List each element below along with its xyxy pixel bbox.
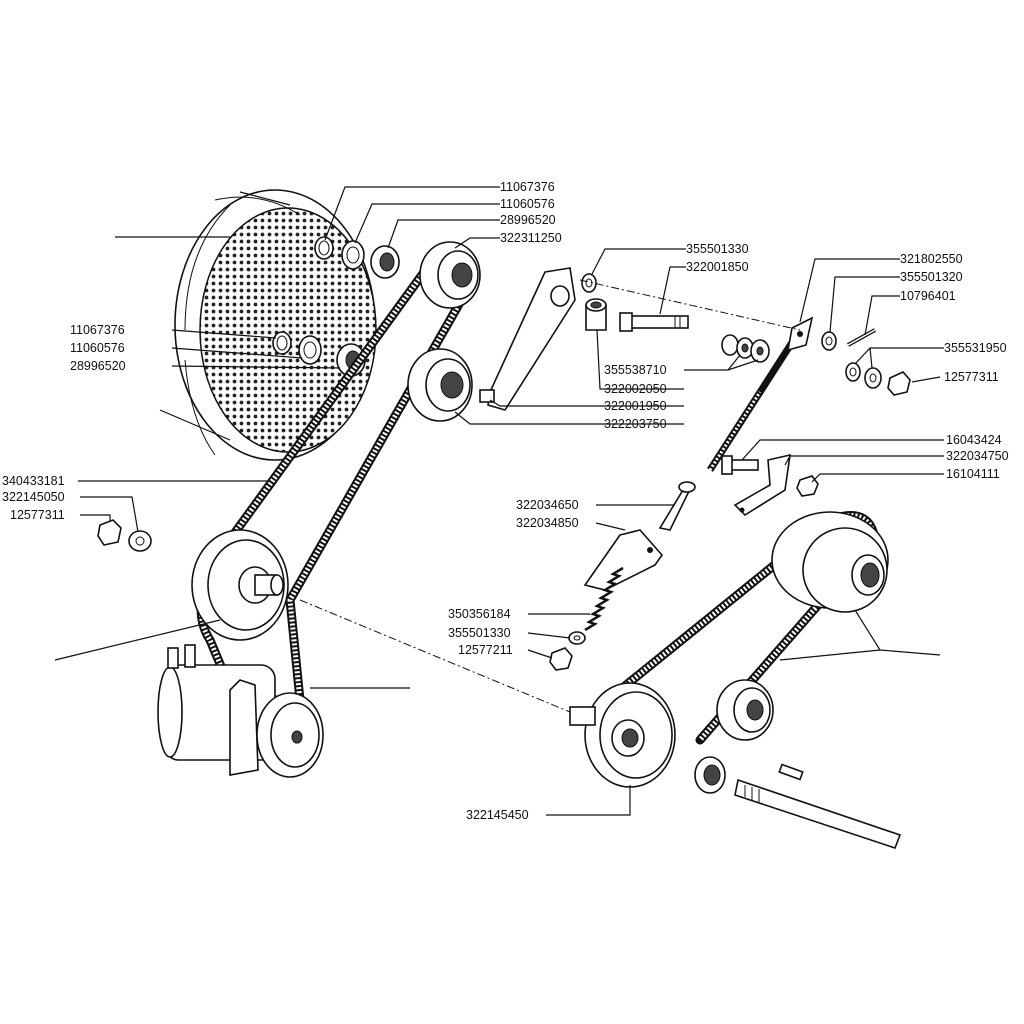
- part-label: 322034750: [946, 449, 1009, 463]
- part-label: 355531950: [944, 341, 1007, 355]
- part-label: 322002050: [604, 382, 667, 396]
- part-label: 322145450: [466, 808, 529, 822]
- shaft-key: [778, 763, 804, 781]
- idler-pulley-upper: [419, 241, 481, 309]
- spacer-set: [721, 334, 770, 363]
- leader-lines: [54, 186, 944, 816]
- part-label: 355538710: [604, 363, 667, 377]
- part-label: 11067376: [500, 180, 555, 194]
- tension-rod: [707, 316, 814, 472]
- washer-lower: [298, 335, 322, 365]
- part-label: 11060576: [500, 197, 555, 211]
- part-label: 12577311: [944, 370, 999, 384]
- part-label: 322001950: [604, 399, 667, 413]
- nut-left: [97, 519, 122, 546]
- perforated-flywheel: [174, 189, 377, 461]
- idler-pulley-lower: [407, 348, 473, 422]
- part-label: 28996520: [70, 359, 126, 373]
- circlip-lower: [272, 331, 292, 355]
- washer-left: [128, 530, 152, 552]
- part-label: 355501330: [448, 626, 511, 640]
- part-label: 11067376: [70, 323, 125, 337]
- part-label: 11060576: [70, 341, 125, 355]
- part-label: 12577311: [10, 508, 65, 522]
- part-label: 12577211: [458, 643, 513, 657]
- tension-arm: [479, 267, 576, 411]
- washer-spring: [568, 631, 586, 645]
- part-label: 16043424: [946, 433, 1002, 447]
- washer-right-1: [821, 331, 837, 351]
- part-label: 340433181: [2, 474, 65, 488]
- bushing-arm: [585, 298, 607, 331]
- part-label: 355501320: [900, 270, 963, 284]
- support-bracket: [733, 453, 791, 517]
- tension-spring: [584, 566, 624, 632]
- part-label: 322001850: [686, 260, 749, 274]
- washer-right-3: [864, 367, 882, 389]
- part-label: 322311250: [500, 231, 562, 245]
- washer-arm: [581, 273, 597, 293]
- part-label: 322203750: [604, 417, 667, 431]
- part-labels: 11067376 11060576 28996520 322311250 355…: [2, 180, 1009, 822]
- part-label: 322034650: [516, 498, 579, 512]
- drive-pulley-left: [191, 529, 289, 641]
- part-label: 10796401: [900, 289, 956, 303]
- part-label: 355501330: [686, 242, 749, 256]
- part-label: 321802550: [900, 252, 963, 266]
- motor-pulley: [256, 692, 324, 778]
- bolt-bracket: [721, 455, 759, 475]
- drive-shaft: [734, 778, 902, 849]
- part-label: 16104111: [946, 467, 1000, 481]
- spring-bracket: [583, 529, 664, 591]
- pivot-pin-lower: [658, 481, 696, 531]
- nut-right: [887, 371, 911, 396]
- upper-right-pulley: [771, 511, 889, 613]
- part-label: 322034850: [516, 516, 579, 530]
- washer-upper: [341, 240, 365, 270]
- cotter-pin: [847, 328, 876, 347]
- part-label: 322145050: [2, 490, 65, 504]
- bearing-right: [694, 756, 726, 794]
- washer-right-2: [845, 362, 861, 382]
- part-label: 28996520: [500, 213, 556, 227]
- bearing-upper: [370, 245, 400, 279]
- circlip-upper: [314, 236, 334, 260]
- idler-pulley-right: [716, 679, 774, 741]
- pivot-pin: [619, 312, 689, 332]
- compressor-motor: [157, 644, 276, 776]
- main-drive-pulley: [569, 682, 676, 788]
- part-label: 350356184: [448, 607, 511, 621]
- nut-spring: [549, 647, 573, 671]
